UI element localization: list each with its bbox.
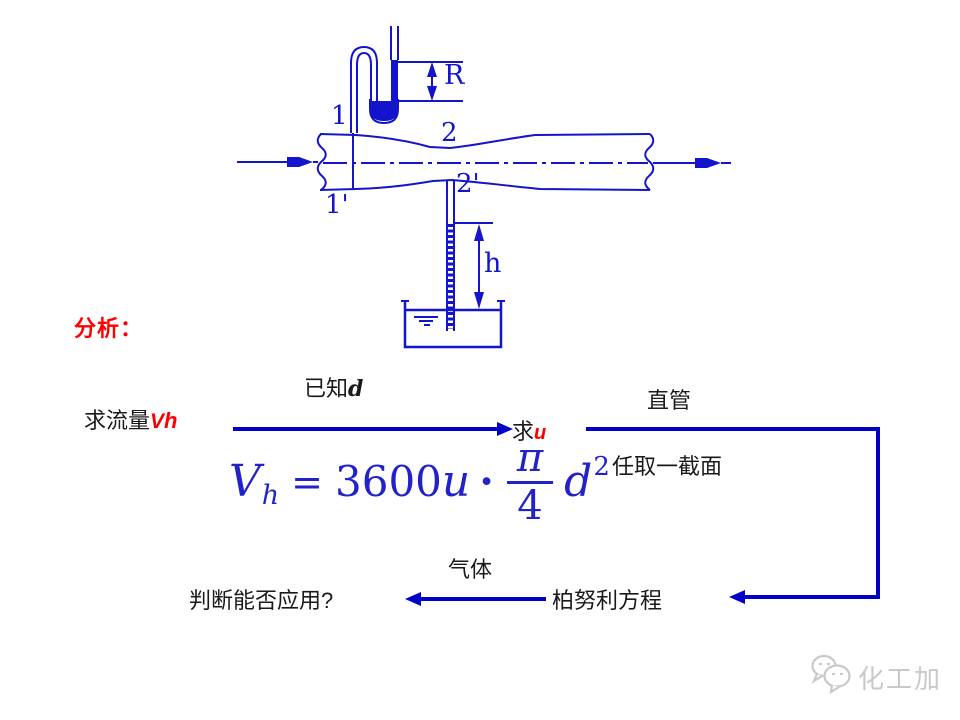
manometer-liquid [370,60,398,121]
pipe-top-edge [319,133,651,150]
formula-equals: = [291,460,324,504]
seek-u-prefix: 求 [512,419,535,444]
judge-applicable-label: 判断能否应用? [189,588,334,613]
throat-tube [446,180,455,331]
formula-pi-over-4: π 4 [506,438,554,529]
manometer-riser-tube [390,26,399,60]
formula-h-subscript: h [261,479,280,511]
diagram-label-R: R [444,60,465,91]
r-reference-lines [398,61,463,102]
manometer-outer-tube [350,45,378,133]
diagram-label-2-prime: 2' [456,169,480,199]
seek-flow-variable: V [150,410,165,433]
known-d-variable: d [348,376,364,402]
arrow-known-d-head [497,422,513,436]
seek-u-variable: u [534,422,547,444]
pipe-bottom-edge [319,178,651,191]
diagram-label-h: h [484,248,502,279]
flow-rate-formula: V h = 3600 u · π 4 d 2 [229,438,610,526]
h-arrowhead-up [474,224,484,241]
bernoulli-equation-label: 柏努利方程 [552,588,663,613]
seek-flow-subscript: h [164,408,178,433]
wechat-bubbles-icon [811,654,851,695]
formula-dot-operator: · [479,457,494,506]
arrow-gas-head [405,592,421,606]
diagram-label-1: 1 [331,101,348,131]
analysis-heading: 分析： [74,316,144,341]
r-arrowhead-up [427,62,437,77]
any-section-label: 任取一截面 [612,454,723,479]
arrow-straight-pipe-path [586,427,880,599]
pipe-left-break [316,133,327,191]
straight-pipe-label: 直管 [647,388,692,413]
seek-flow-label: 求流量Vh [84,403,177,435]
known-d-prefix: 已知 [304,376,349,401]
known-d-label: 已知d [304,371,363,403]
flowchart-arrows [233,422,880,606]
formula-d: d [564,456,593,507]
gas-label: 气体 [448,557,493,582]
diagram-label-1-prime: 1' [325,190,349,220]
pipe-right-break [644,133,655,191]
formula-pi: π [506,438,554,484]
formula-u: u [441,456,471,507]
manometer-inner-tube [356,51,372,133]
outlet-flow-arrowhead [695,158,721,168]
formula-V: V [229,456,261,507]
seek-u-label: 求u [512,414,546,446]
r-arrowhead-down [427,86,437,101]
inlet-flow-arrowhead [287,157,313,167]
arrow-straight-pipe-head [729,590,745,604]
water-surface-symbol [414,316,438,326]
seek-flow-prefix: 求流量 [84,408,151,433]
watermark-text: 化工加 [858,664,943,694]
venturi-diagram [237,26,731,349]
manometer-cup [369,99,399,125]
diagram-label-2: 2 [441,118,458,148]
formula-coefficient: 3600 [335,457,442,506]
formula-squared: 2 [593,452,610,482]
formula-four: 4 [517,483,543,529]
h-arrowhead-down [474,292,484,309]
tank-walls [403,301,503,349]
